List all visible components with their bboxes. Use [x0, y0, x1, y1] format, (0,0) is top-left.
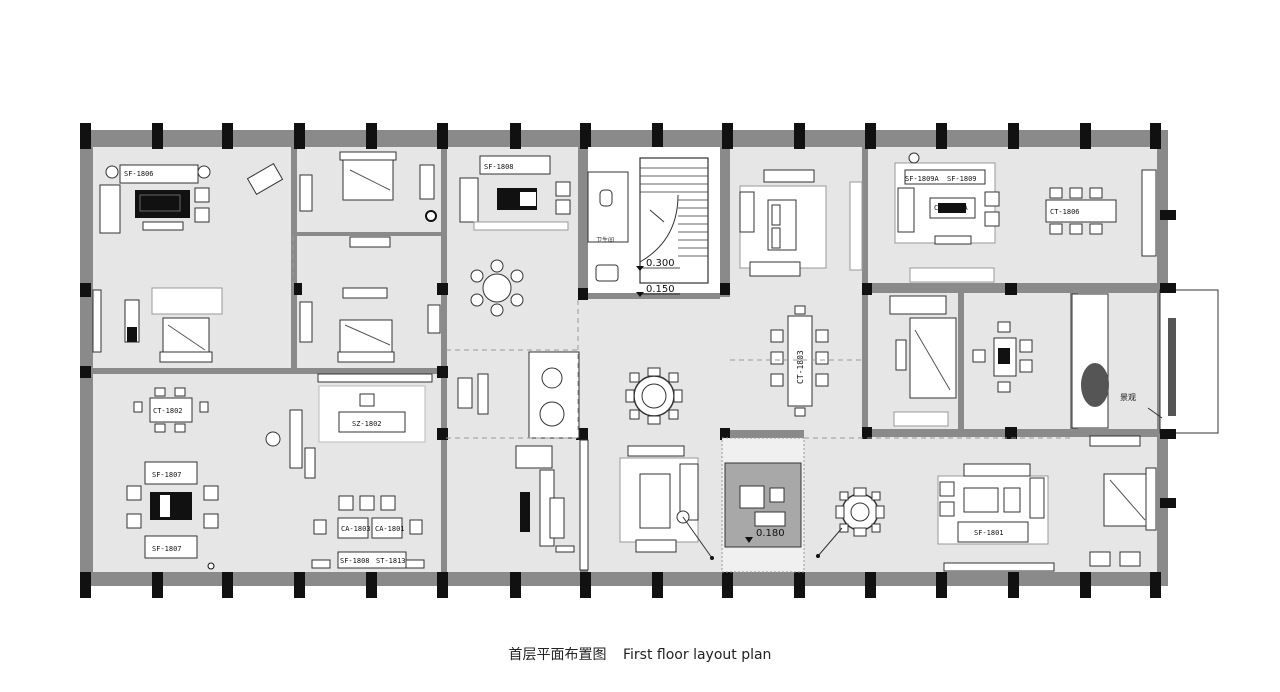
- bedroom-bottom-right: [1089, 435, 1157, 567]
- living-set-topleft: [99, 163, 284, 234]
- label-ct1802: CT-1802: [153, 407, 183, 415]
- level-upper: 0.300: [646, 258, 675, 269]
- label-sf1809a: SF-1809A: [905, 175, 940, 183]
- label-cj1809a: CJ-1809A: [934, 204, 969, 212]
- label-sf1807a: SF-1807: [152, 471, 182, 479]
- dining-lower-left: [133, 387, 209, 433]
- columns-interior: [80, 210, 1176, 508]
- label-sf1807b: SF-1807: [152, 545, 182, 553]
- label-ca1801: CA-1801: [375, 525, 405, 533]
- bedroom-left-middle: [92, 287, 223, 363]
- study-right-middle: [972, 321, 1033, 393]
- label-ct1806: CT-1806: [1050, 208, 1080, 216]
- level-lower: 0.150: [646, 284, 675, 295]
- round-table-center: [470, 259, 524, 317]
- columns-bottom: [80, 572, 1161, 598]
- caption-cn: 首层平面布置图: [508, 647, 607, 663]
- caption-en: First floor layout plan: [623, 647, 772, 663]
- tv-area-center: [515, 439, 589, 571]
- level-marks: 0.300 0.150 0.180: [640, 258, 785, 539]
- svg-text:卫生间: 卫生间: [596, 236, 614, 244]
- label-st1813: ST-1813: [376, 557, 406, 565]
- furniture-labels: SF-1806 SF-1808 CT-1802 SZ-1802 SF-1807 …: [124, 163, 1080, 565]
- label-sz1802: SZ-1802: [352, 420, 382, 428]
- level-showroom: 0.180: [756, 528, 785, 539]
- dining-ct1803: [770, 305, 829, 417]
- sz-cabinet-area: [265, 373, 433, 479]
- label-sf1801: SF-1801: [974, 529, 1004, 537]
- living-set-right-top: [739, 169, 863, 277]
- dashed-partitions: [292, 236, 1070, 439]
- washroom: 卫生间: [587, 171, 629, 282]
- columns-top: [80, 123, 1161, 149]
- living-set-lower-left: [126, 461, 219, 570]
- label-sf1806: SF-1806: [124, 170, 154, 178]
- label-sf1808b: SF-1808: [340, 557, 370, 565]
- plan-caption: 首层平面布置图 First floor layout plan: [0, 644, 1280, 664]
- landscape-label: 景观: [1120, 393, 1136, 402]
- dining-ct1806: [1045, 169, 1157, 257]
- round-dining-right: [816, 487, 885, 558]
- living-set-top-right: [894, 152, 1000, 283]
- label-sf1808: SF-1808: [484, 163, 514, 171]
- bedroom-center-left: [299, 287, 441, 363]
- living-set-center-top: [459, 155, 571, 231]
- landscape-garden: [1071, 293, 1176, 429]
- lounge-center-bottom: [619, 445, 714, 560]
- bedroom-top-center-left: [299, 151, 437, 248]
- plant-area: [457, 351, 580, 439]
- lounge-bottom-left-center: [311, 495, 425, 569]
- bedroom-right-middle: [889, 295, 957, 427]
- round-dining-center: [625, 367, 683, 425]
- feature-showroom: [721, 437, 805, 573]
- label-sf1809: SF-1809: [947, 175, 977, 183]
- label-ca1803: CA-1803: [341, 525, 371, 533]
- lounge-sf1801: [937, 463, 1055, 572]
- label-ct1803: CT-1803: [796, 350, 805, 384]
